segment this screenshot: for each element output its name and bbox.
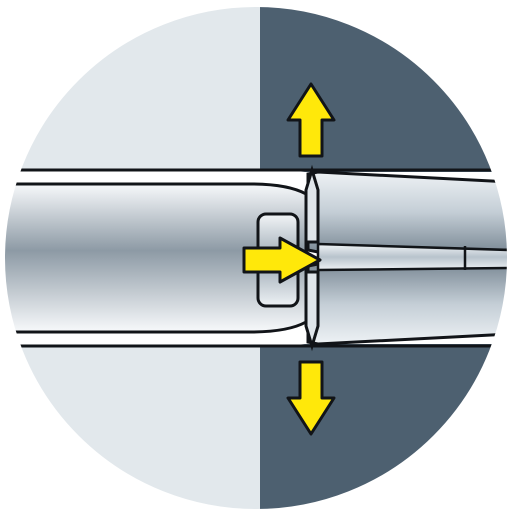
- sleeve-upper: [306, 170, 508, 254]
- sleeve-lower: [306, 262, 508, 346]
- arrow-right-icon: [242, 236, 322, 284]
- arrow-up-icon: [286, 82, 336, 158]
- detail-circle-outline: [3, 5, 509, 511]
- expansion-tip-top: [304, 164, 320, 244]
- expansion-tip-bottom: [304, 270, 320, 352]
- arrow-down-icon: [286, 360, 336, 436]
- expansion-cone: [316, 242, 508, 272]
